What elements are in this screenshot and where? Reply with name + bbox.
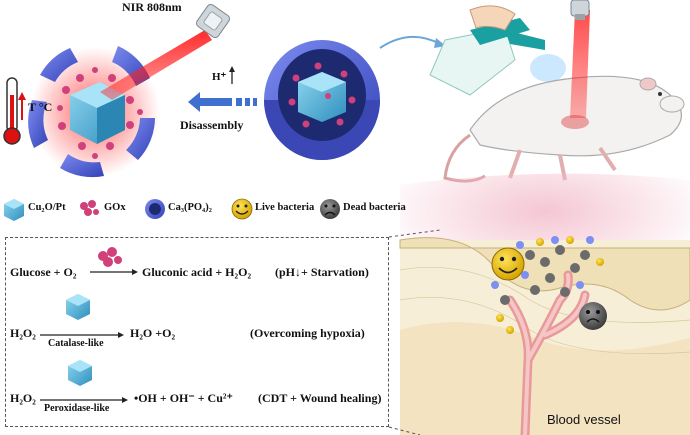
disassembly-label: Disassembly bbox=[180, 118, 244, 132]
hplus-label: H⁺ bbox=[212, 71, 227, 83]
gox-catalyst-icon bbox=[98, 247, 122, 267]
equation-box bbox=[5, 237, 389, 427]
equation-graphics bbox=[40, 247, 138, 403]
mouse-illustration bbox=[443, 0, 685, 183]
nanoparticle-intact bbox=[264, 40, 380, 160]
eq2-left: H₂O₂ bbox=[10, 326, 36, 340]
eq3-right: •OH + OH⁻ + Cu²⁺ bbox=[134, 391, 233, 405]
live-bacteria-icon bbox=[231, 198, 253, 220]
wound-tissue bbox=[399, 173, 690, 435]
legend-cu2o-pt: Cu₂O/Pt bbox=[28, 202, 66, 213]
disassembly-arrow bbox=[188, 66, 257, 112]
eq3-left: H₂O₂ bbox=[10, 391, 36, 405]
legend-icons bbox=[4, 198, 340, 221]
eq1-right: Gluconic acid + H₂O₂ bbox=[142, 265, 252, 279]
eq1-note: (pH↓+ Starvation) bbox=[275, 265, 369, 279]
eq2-right: H₂O +O₂ bbox=[130, 326, 176, 340]
eq2-catalyst: Catalase-like bbox=[48, 338, 104, 349]
eq3-note: (CDT + Wound healing) bbox=[258, 391, 382, 405]
nir-laser-left bbox=[100, 3, 231, 100]
bacteria-cluster bbox=[491, 236, 607, 334]
gox-icon bbox=[80, 200, 99, 216]
eq3-catalyst: Peroxidase-like bbox=[44, 403, 110, 414]
legend-gox: GOx bbox=[104, 202, 126, 213]
connector-line bbox=[388, 426, 421, 435]
spray-bottle bbox=[429, 5, 566, 96]
dead-bacteria-icon bbox=[320, 199, 340, 219]
eq1-left: Glucose + O₂ bbox=[10, 265, 77, 279]
connector-line bbox=[388, 229, 441, 238]
temperature-label: T °C bbox=[28, 100, 53, 114]
legend-live-bacteria: Live bacteria bbox=[255, 202, 315, 213]
blood-vessel-label: Blood vessel bbox=[547, 412, 621, 427]
eq2-note: (Overcoming hypoxia) bbox=[250, 326, 365, 340]
thermometer-icon bbox=[3, 77, 26, 145]
legend-dead-bacteria: Dead bacteria bbox=[343, 202, 406, 213]
nir-label: NIR 808nm bbox=[122, 0, 182, 14]
curved-arrow bbox=[379, 35, 441, 49]
shell-icon bbox=[145, 199, 165, 219]
legend-ca3po4: Ca₃(PO₄)₂ bbox=[168, 202, 212, 213]
